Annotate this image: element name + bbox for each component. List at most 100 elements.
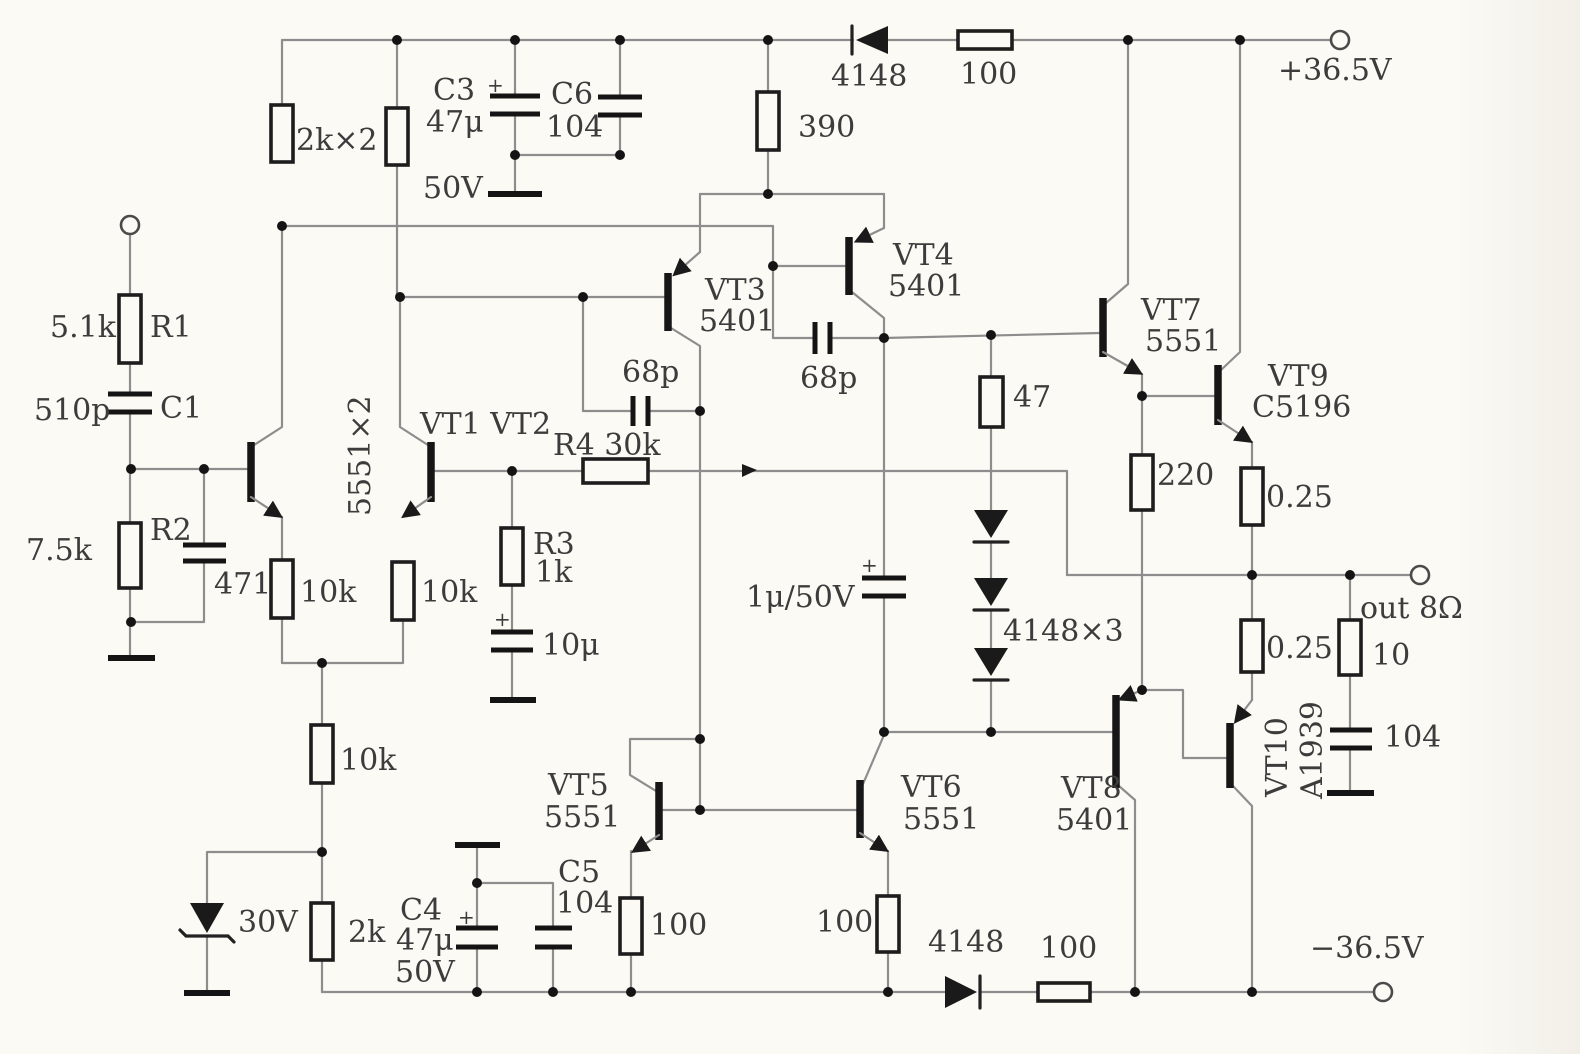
junction-dots <box>126 35 1355 997</box>
capacitors <box>108 93 1372 950</box>
label-30v: 30V <box>238 905 299 940</box>
label-c4-plus: + <box>458 905 475 929</box>
label-c5-value: 104 <box>556 886 613 921</box>
resistor-r4 <box>581 457 650 485</box>
resistor-47 <box>978 375 1005 429</box>
resistors <box>117 29 1363 1003</box>
label-c1: C1 <box>160 391 202 426</box>
zener-30v <box>178 903 236 944</box>
label-c3-value: 47μ <box>426 105 484 140</box>
label-c4-voltage: 50V <box>395 955 456 990</box>
label-c4: C4 <box>400 893 442 928</box>
label-diode-top: 4148 <box>831 59 907 94</box>
label-diode-bottom: 4148 <box>928 925 1004 960</box>
label-c3: C3 <box>433 73 475 108</box>
capacitor-c4 <box>456 925 498 950</box>
transistor-vt1 <box>247 442 284 518</box>
label-10k-tail: 10k <box>340 743 397 778</box>
label-100-vt5: 100 <box>650 908 707 943</box>
diode-4148-top <box>850 24 888 56</box>
label-1u50v: 1μ/50V <box>746 580 856 615</box>
label-c1-value: 510p <box>34 393 110 428</box>
label-vt3: VT3 <box>704 273 766 308</box>
diode-4148-bottom <box>945 974 982 1010</box>
label-100-vt6: 100 <box>816 905 873 940</box>
label-vneg: −36.5V <box>1310 931 1425 966</box>
label-68p-left: 68p <box>622 355 679 390</box>
resistor-100-vt6 <box>875 894 901 954</box>
label-025-top: 0.25 <box>1266 480 1333 515</box>
terminal-vpos <box>1329 29 1351 51</box>
resistor-r2 <box>117 521 143 590</box>
label-vt7: VT7 <box>1140 293 1202 328</box>
label-4148x3: 4148×3 <box>1003 614 1124 649</box>
label-vt3-type: 5401 <box>699 304 775 339</box>
label-220: 220 <box>1157 458 1214 493</box>
label-2k-tail: 2k <box>348 915 386 950</box>
capacitor-c3 <box>490 93 540 117</box>
resistor-2k-left <box>269 103 295 164</box>
resistor-10k-tail <box>309 723 335 785</box>
label-r3: R3 <box>533 527 575 562</box>
label-vpos: +36.5V <box>1278 53 1393 88</box>
resistor-100-vt5 <box>618 896 644 956</box>
capacitor-471 <box>183 542 226 564</box>
resistor-025-top <box>1239 466 1265 527</box>
label-vt10-type: A1939 <box>1295 701 1330 800</box>
label-c6: C6 <box>551 77 593 112</box>
label-c4-value: 47μ <box>396 923 454 958</box>
resistor-10k-vt2 <box>390 560 416 622</box>
label-47: 47 <box>1013 380 1051 415</box>
label-vt10: VT10 <box>1260 717 1295 798</box>
transistor-vt2 <box>401 442 435 519</box>
labels: +36.5V 4148 100 2k×2 C3 47μ + C6 104 50V… <box>26 53 1463 990</box>
label-r100-top: 100 <box>960 57 1017 92</box>
label-vt6: VT6 <box>900 770 962 805</box>
terminal-input <box>119 214 141 236</box>
terminal-vneg <box>1372 981 1394 1003</box>
label-r3-value: 1k <box>535 555 573 590</box>
diodes <box>178 24 1010 1010</box>
label-2kx2: 2k×2 <box>296 123 378 158</box>
label-vt8: VT8 <box>1060 771 1122 806</box>
capacitor-1u50v <box>862 575 906 599</box>
label-5551x2: 5551×2 <box>343 395 378 516</box>
diode-string-3 <box>972 648 1010 682</box>
label-vt1-vt2: VT1 VT2 <box>419 407 551 442</box>
label-c3-voltage: 50V <box>423 171 484 206</box>
resistor-r1 <box>117 293 143 365</box>
transistor-vt6 <box>856 780 890 852</box>
capacitor-10u <box>491 629 533 653</box>
label-vt5-type: 5551 <box>544 800 620 835</box>
label-vt8-type: 5401 <box>1056 803 1132 838</box>
diode-string-2 <box>972 578 1010 612</box>
label-390: 390 <box>798 110 855 145</box>
transistor-vt3 <box>664 250 702 331</box>
label-r1-value: 5.1k <box>50 310 117 345</box>
label-vt9: VT9 <box>1267 359 1329 394</box>
label-c5: C5 <box>558 855 600 890</box>
transistor-vt10 <box>1226 698 1254 788</box>
capacitor-c6 <box>598 94 642 118</box>
resistor-390 <box>755 90 781 152</box>
transistor-vt4 <box>845 226 886 295</box>
diode-string-1 <box>972 510 1010 544</box>
label-vt5: VT5 <box>547 768 609 803</box>
label-104-zobel: 104 <box>1384 720 1441 755</box>
label-10k-vt1: 10k <box>300 575 357 610</box>
resistor-10k-vt1 <box>269 558 295 620</box>
label-out: out 8Ω <box>1360 591 1463 626</box>
capacitor-68p-left <box>630 396 651 426</box>
resistor-2k-right <box>384 106 410 167</box>
label-471: 471 <box>214 567 271 602</box>
label-10u: 10μ <box>542 628 600 663</box>
label-10-zobel: 10 <box>1372 638 1410 673</box>
resistor-100-top <box>956 29 1014 51</box>
label-c3-plus: + <box>487 73 504 97</box>
label-10k-vt2: 10k <box>421 575 478 610</box>
label-025-bottom: 0.25 <box>1266 631 1333 666</box>
label-68p-right: 68p <box>800 361 857 396</box>
transistor-vt9 <box>1214 365 1254 443</box>
